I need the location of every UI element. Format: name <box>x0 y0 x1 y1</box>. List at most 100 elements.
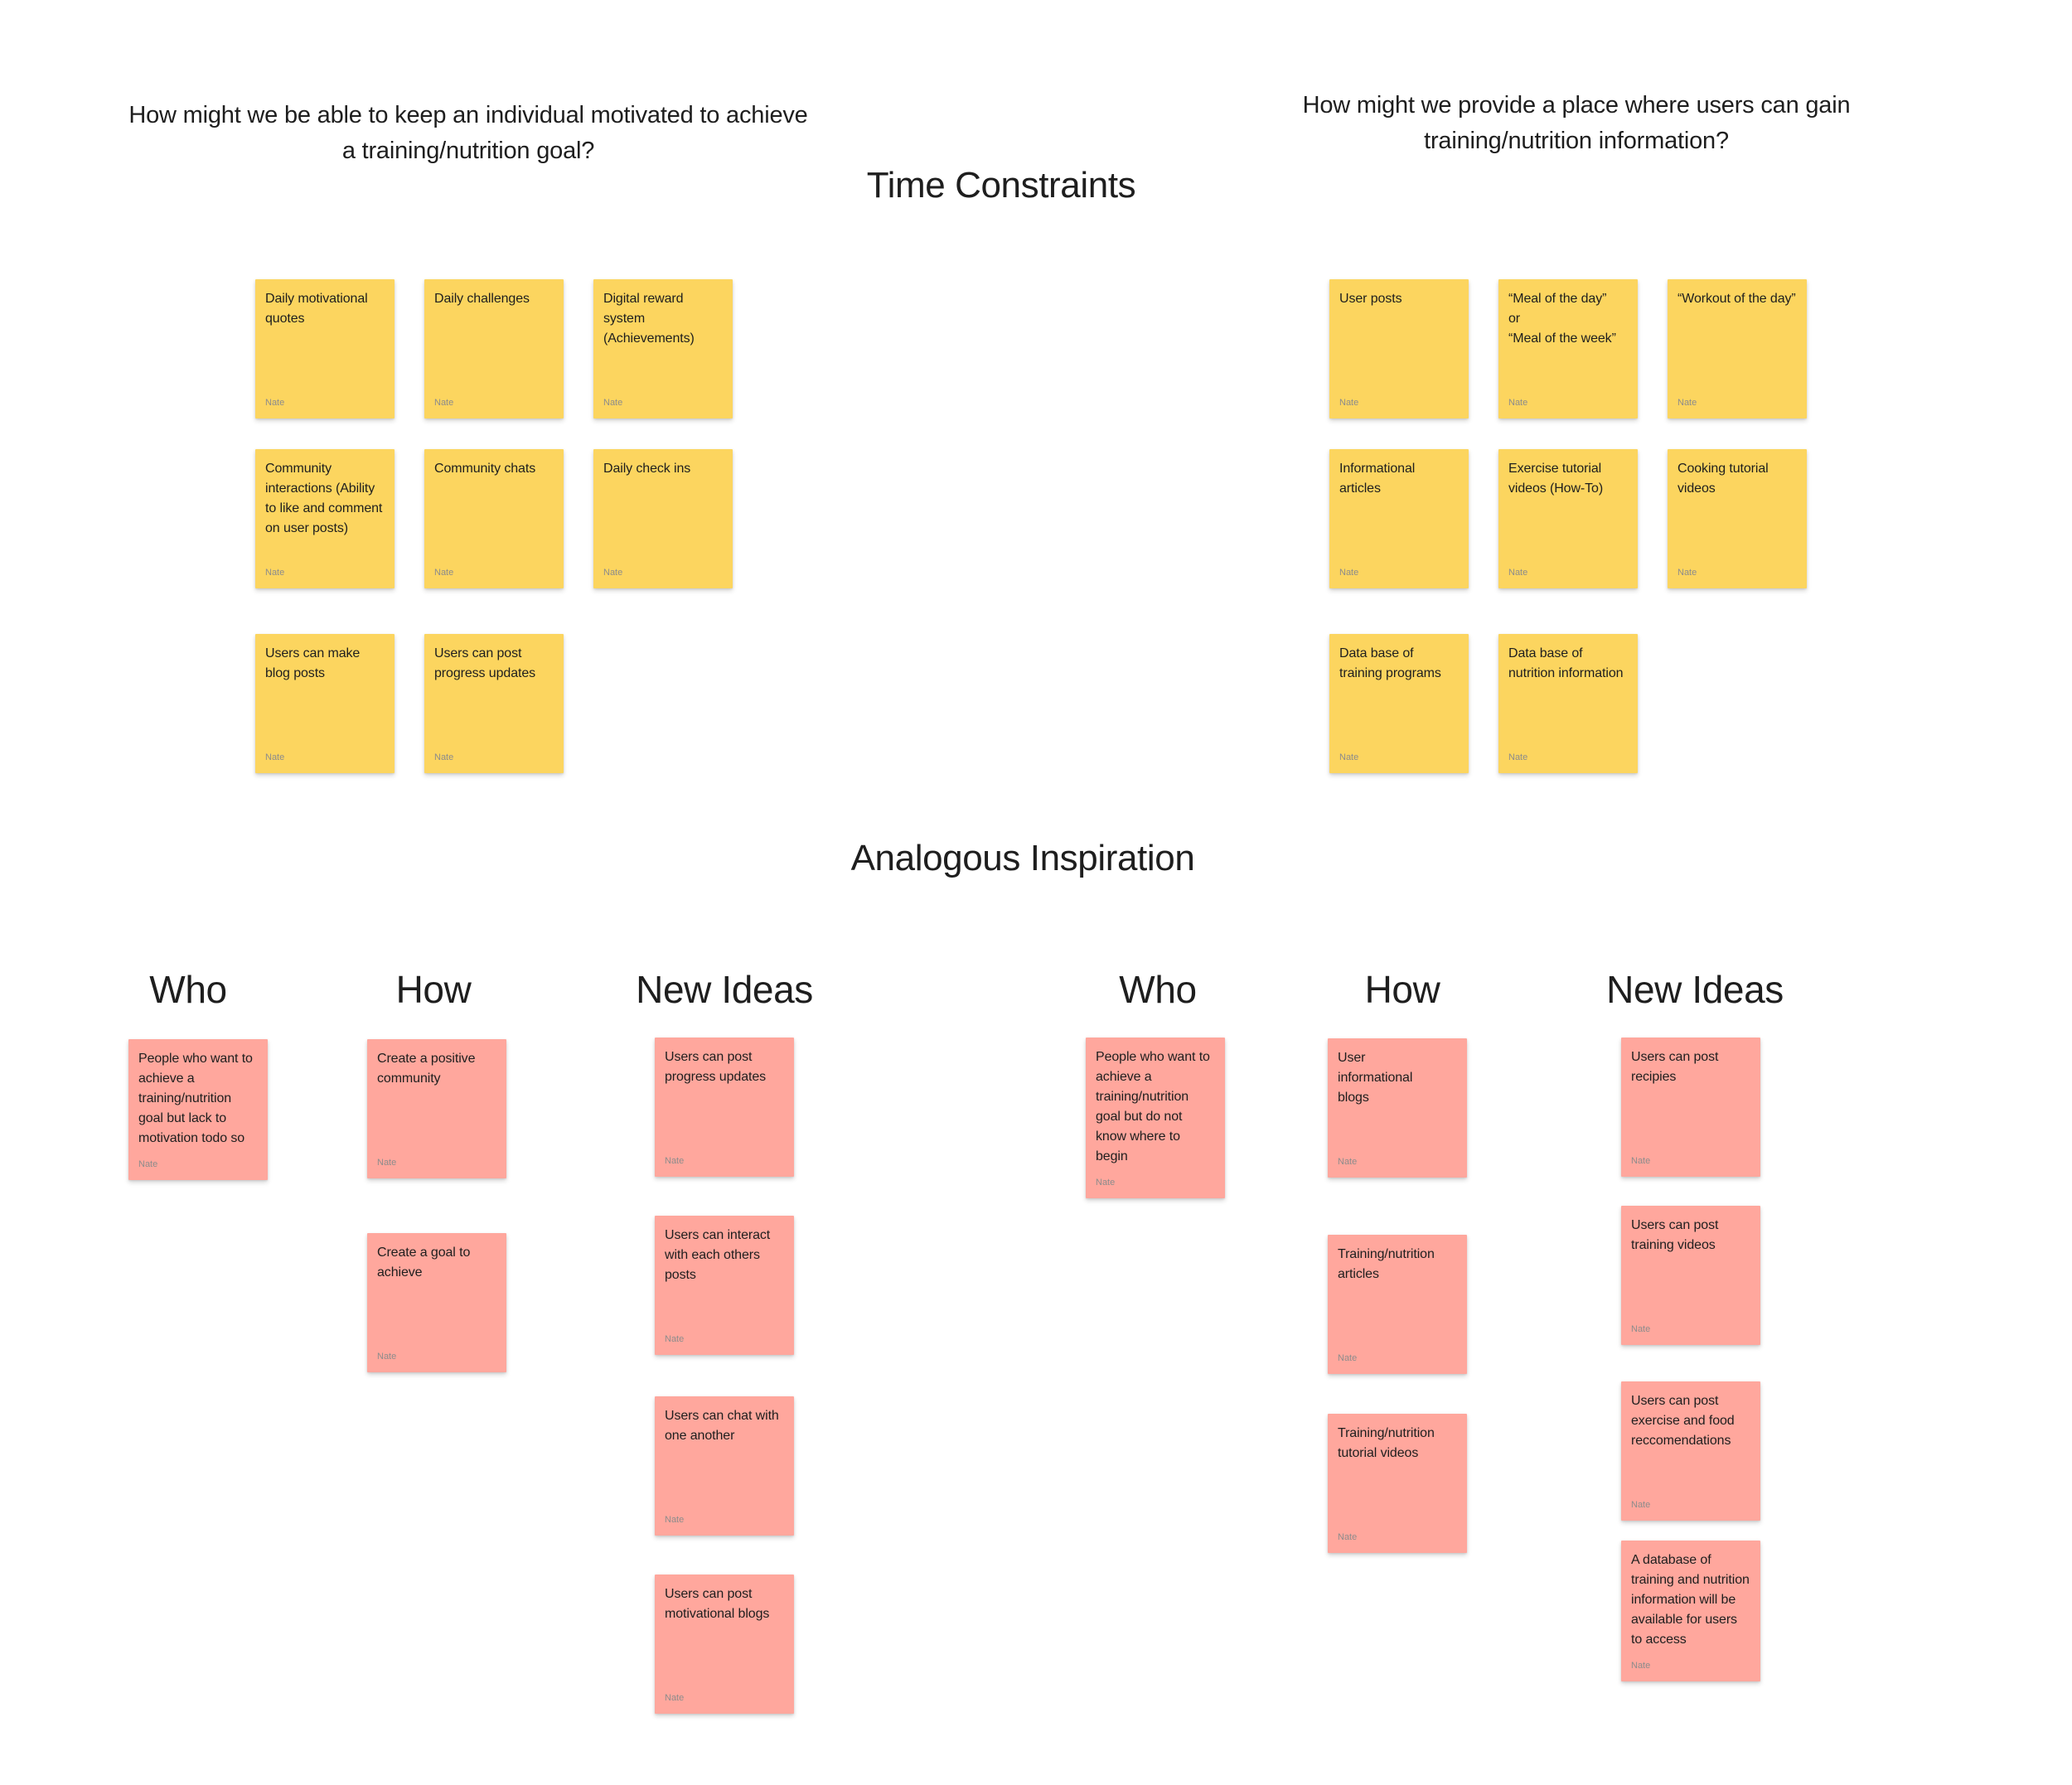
sticky-note-author: Nate <box>377 1352 397 1362</box>
sticky-note-author: Nate <box>1338 1157 1358 1167</box>
sticky-note-analogous-right-who[interactable]: People who want to achieve a training/nu… <box>1086 1038 1225 1198</box>
sticky-note-author: Nate <box>665 1693 685 1703</box>
sticky-note-text: Training/nutrition tutorial videos <box>1338 1426 1435 1460</box>
sticky-note-text: Community chats <box>434 462 536 476</box>
sticky-note-text: Users can post motivational blogs <box>665 1587 770 1621</box>
sticky-note-author: Nate <box>434 752 454 762</box>
section-title-time-constraints[interactable]: Time Constraints <box>866 165 1136 206</box>
sticky-note-text: Digital reward system (Achievements) <box>603 292 695 346</box>
sticky-note-text: Create a goal to achieve <box>377 1246 471 1279</box>
sticky-note-text: Informational articles <box>1339 462 1416 496</box>
sticky-note-text: People who want to achieve a training/nu… <box>1096 1050 1210 1163</box>
sticky-note-text: A database of training and nutrition inf… <box>1631 1553 1750 1647</box>
sticky-note-author: Nate <box>1096 1178 1116 1188</box>
sticky-note-text: Create a positive community <box>377 1052 476 1086</box>
sticky-note-author: Nate <box>1508 568 1528 578</box>
sticky-note-analogous-right-new-ideas[interactable]: A database of training and nutrition inf… <box>1621 1541 1760 1681</box>
sticky-note-text: Daily challenges <box>434 292 530 306</box>
sticky-note-author: Nate <box>665 1334 685 1344</box>
sticky-note-author: Nate <box>1339 752 1359 762</box>
sticky-note-author: Nate <box>138 1159 158 1169</box>
sticky-note-text: Users can post recipies <box>1631 1050 1719 1084</box>
column-label-right-new-ideas[interactable]: New Ideas <box>1606 968 1784 1011</box>
hmw-question-left[interactable]: How might we be able to keep an individu… <box>128 102 808 164</box>
sticky-note-text: Users can chat with one another <box>665 1409 779 1443</box>
sticky-note-author: Nate <box>1677 398 1697 408</box>
sticky-note-time-constraints-left[interactable]: Digital reward system (Achievements) Nate <box>593 279 733 418</box>
sticky-note-text: Users can post exercise and food reccome… <box>1631 1394 1735 1448</box>
sticky-note-author: Nate <box>1339 568 1359 578</box>
sticky-note-author: Nate <box>1508 398 1528 408</box>
sticky-note-time-constraints-left[interactable]: Community interactions (Ability to like … <box>255 449 395 588</box>
sticky-note-author: Nate <box>1338 1532 1358 1542</box>
column-label-left-how[interactable]: How <box>395 968 472 1011</box>
sticky-note-text: Daily check ins <box>603 462 691 476</box>
sticky-note-text: User posts <box>1339 292 1402 306</box>
sticky-note-time-constraints-right[interactable]: “Workout of the day” Nate <box>1668 279 1807 418</box>
sticky-note-author: Nate <box>1631 1661 1651 1671</box>
sticky-note-author: Nate <box>603 398 623 408</box>
sticky-note-author: Nate <box>265 398 285 408</box>
hmw-question-right[interactable]: How might we provide a place where users… <box>1302 92 1851 154</box>
sticky-note-text: Users can post training videos <box>1631 1218 1719 1252</box>
sticky-note-author: Nate <box>265 568 285 578</box>
sticky-note-author: Nate <box>1338 1353 1358 1363</box>
sticky-note-analogous-left-new-ideas[interactable]: Users can interact with each others post… <box>655 1216 794 1355</box>
sticky-note-text: Users can interact with each others post… <box>665 1228 771 1282</box>
sticky-note-text: User informational blogs <box>1338 1051 1413 1105</box>
sticky-note-text: “Meal of the day” or “Meal of the week” <box>1508 292 1616 346</box>
sticky-note-author: Nate <box>1677 568 1697 578</box>
sticky-note-text: Exercise tutorial videos (How-To) <box>1508 462 1604 496</box>
sticky-note-time-constraints-right[interactable]: Exercise tutorial videos (How-To) Nate <box>1498 449 1638 588</box>
sticky-note-author: Nate <box>1631 1500 1651 1510</box>
column-label-left-who[interactable]: Who <box>149 968 227 1011</box>
sticky-note-analogous-left-who[interactable]: People who want to achieve a training/nu… <box>128 1039 268 1180</box>
sticky-note-author: Nate <box>1631 1156 1651 1166</box>
column-label-left-new-ideas[interactable]: New Ideas <box>636 968 813 1011</box>
sticky-note-text: Data base of nutrition information <box>1508 646 1624 680</box>
sticky-note-text: Users can post progress updates <box>434 646 536 680</box>
sticky-note-text: “Workout of the day” <box>1677 292 1796 306</box>
sticky-note-text: Daily motivational quotes <box>265 292 368 326</box>
column-label-right-how[interactable]: How <box>1364 968 1440 1011</box>
column-label-right-who[interactable]: Who <box>1119 968 1197 1011</box>
sticky-note-text: Data base of training programs <box>1339 646 1441 680</box>
sticky-note-text: Community interactions (Ability to like … <box>265 462 383 535</box>
section-title-analogous-inspiration[interactable]: Analogous Inspiration <box>850 838 1195 878</box>
sticky-note-analogous-right-new-ideas[interactable]: Users can post exercise and food reccome… <box>1621 1381 1760 1521</box>
sticky-note-text: Users can post progress updates <box>665 1050 767 1084</box>
sticky-note-time-constraints-right[interactable]: “Meal of the day” or “Meal of the week” N… <box>1498 279 1638 418</box>
sticky-note-author: Nate <box>1508 752 1528 762</box>
sticky-note-text: Users can make blog posts <box>265 646 361 680</box>
sticky-note-author: Nate <box>665 1515 685 1525</box>
sticky-note-author: Nate <box>665 1156 685 1166</box>
sticky-note-text: People who want to achieve a training/nu… <box>138 1052 253 1145</box>
sticky-note-author: Nate <box>434 398 454 408</box>
sticky-note-author: Nate <box>265 752 285 762</box>
sticky-note-text: Cooking tutorial videos <box>1677 462 1769 496</box>
sticky-note-author: Nate <box>1339 398 1359 408</box>
sticky-note-author: Nate <box>1631 1324 1651 1334</box>
